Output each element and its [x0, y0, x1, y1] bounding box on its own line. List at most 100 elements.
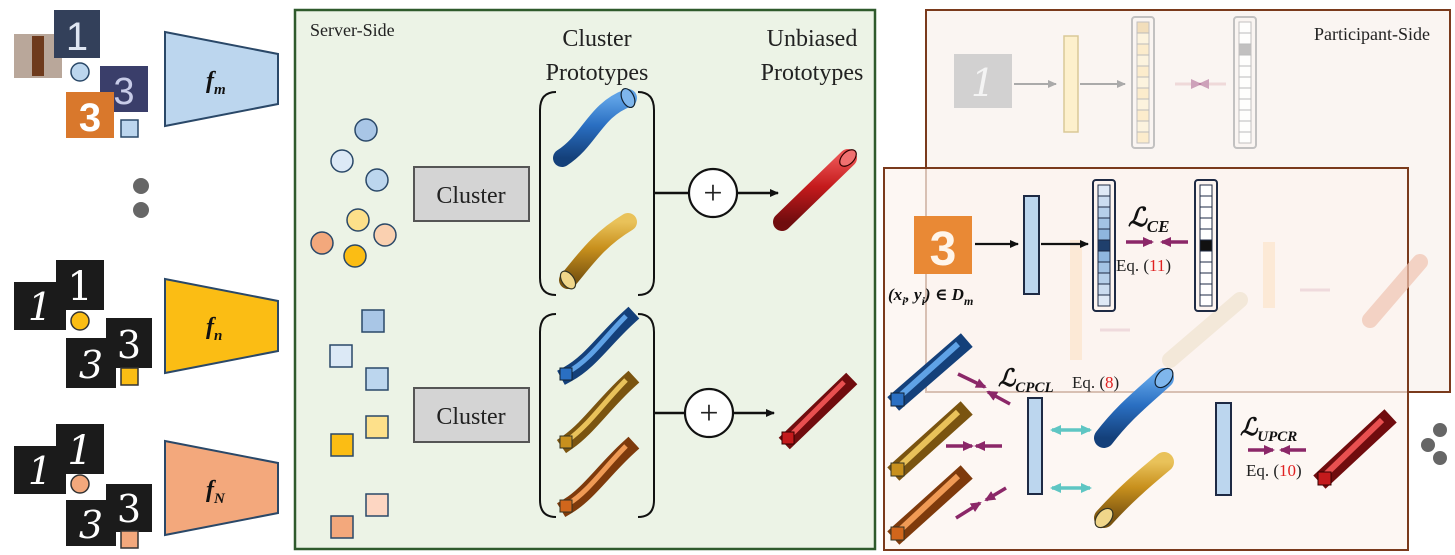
logit-cell — [1136, 120, 1150, 133]
data-sample-label: (xi, yi) ∈ Dm — [888, 285, 973, 308]
prism-end — [890, 526, 905, 541]
logit-cell — [1199, 195, 1213, 208]
blue-cluster-prototype — [553, 87, 637, 167]
local-gold-prism — [887, 401, 973, 481]
logit-cell — [1199, 283, 1213, 296]
prototype-cap — [1154, 367, 1174, 389]
logit-frame — [1194, 179, 1218, 312]
local-blue-prism — [887, 333, 973, 411]
ellipsis-dot — [1421, 438, 1435, 452]
logit-cell — [1199, 261, 1213, 274]
logit-cell — [1136, 54, 1150, 67]
feature-circle — [365, 168, 389, 192]
image-thumbnail — [56, 260, 104, 310]
prism-highlight — [897, 409, 961, 469]
digit-three: 3 — [117, 487, 141, 531]
digit-one: 1 — [28, 285, 52, 329]
logit-cell — [1097, 195, 1111, 208]
feature-square — [329, 344, 353, 368]
feature-circle — [354, 118, 378, 142]
prototype-cap — [839, 149, 857, 167]
predicted-logit-column — [1092, 179, 1116, 312]
gold-cluster-prototype — [559, 213, 637, 290]
red-unbiased-prism — [778, 372, 858, 450]
logit-cell — [1097, 239, 1111, 252]
logit-cell — [1199, 272, 1213, 285]
logit-cell — [1136, 109, 1150, 122]
feature-square — [361, 309, 385, 333]
feature-circle — [346, 208, 370, 232]
feature-circle — [70, 311, 90, 331]
logit-cell — [1199, 228, 1213, 241]
prism-highlight — [566, 314, 628, 375]
red-unbiased-prototype — [773, 149, 857, 231]
prism-end — [781, 431, 795, 445]
logit-frame — [1131, 16, 1155, 149]
feature-vector — [1023, 195, 1040, 295]
feature-circle — [343, 244, 367, 268]
logit-cell — [1097, 228, 1111, 241]
digit-one: 1 — [67, 428, 92, 474]
plus-symbol: + — [699, 395, 718, 432]
logit-cell — [1136, 21, 1150, 34]
cluster-label-bottom: Cluster — [436, 404, 505, 430]
logit-cell — [1136, 87, 1150, 100]
left-bracket — [539, 313, 557, 518]
feature-circle — [310, 231, 334, 255]
right-bracket — [637, 313, 655, 518]
cluster-label-top: Cluster — [436, 183, 505, 209]
plus-symbol: + — [703, 175, 722, 212]
server-side-panel — [293, 8, 877, 551]
logit-cell — [1199, 250, 1213, 263]
ghost-feature-bar — [1063, 35, 1079, 133]
logit-cell — [1199, 294, 1213, 307]
ghost-logit-column — [1131, 16, 1155, 149]
feature-square — [330, 433, 354, 457]
pull-arrow — [986, 390, 1011, 406]
logit-cell — [1199, 217, 1213, 230]
ghost-prototype — [1362, 254, 1428, 328]
logit-cell — [1136, 98, 1150, 111]
logit-cell — [1238, 131, 1252, 144]
unbiased-prototypes-heading-line2: Prototypes — [761, 60, 864, 86]
prism-highlight — [566, 378, 628, 443]
encoder-f-n — [164, 277, 279, 375]
image-thumbnail — [66, 92, 114, 138]
logit-cell — [1238, 43, 1252, 56]
blue-cluster-prism — [557, 306, 640, 385]
image-thumbnail — [56, 424, 104, 474]
logit-frame — [1233, 16, 1257, 149]
participant-side-title: Participant-Side — [1314, 24, 1430, 44]
logit-cell — [1097, 294, 1111, 307]
digit-three: 3 — [113, 71, 134, 113]
pull-arrow — [957, 372, 987, 389]
prototype-cap — [1094, 507, 1114, 529]
local-orange-prism — [887, 465, 973, 545]
logit-cell — [1136, 43, 1150, 56]
ellipsis-dot — [133, 202, 149, 218]
square-features — [329, 309, 389, 539]
feature-square — [330, 515, 354, 539]
prism-highlight — [566, 444, 628, 507]
prototype-cap — [620, 87, 636, 109]
input-digit: 3 — [930, 223, 957, 276]
pull-arrow — [955, 501, 982, 520]
server-side-title: Server-Side — [310, 20, 395, 40]
logit-cell — [1238, 98, 1252, 111]
logit-cell — [1238, 32, 1252, 45]
client-N-group: 1 1 3 3 fN — [14, 424, 279, 549]
pull-arrow — [984, 486, 1007, 502]
cluster-prototypes-heading-line1: Cluster — [562, 26, 631, 52]
prototype-tube — [559, 213, 637, 289]
target-logit-column — [1194, 179, 1218, 312]
orange-cluster-prism — [557, 436, 640, 517]
prism-highlight — [1323, 417, 1385, 477]
logit-cell — [1097, 250, 1111, 263]
digit-three: 3 — [79, 96, 101, 140]
ghost-digit: 1 — [971, 61, 995, 105]
prism-end — [890, 392, 905, 407]
input-image — [914, 216, 972, 274]
cluster-box-bottom — [413, 387, 530, 443]
local-blue-cylinder — [1094, 367, 1174, 448]
digit-one: 1 — [28, 449, 52, 493]
